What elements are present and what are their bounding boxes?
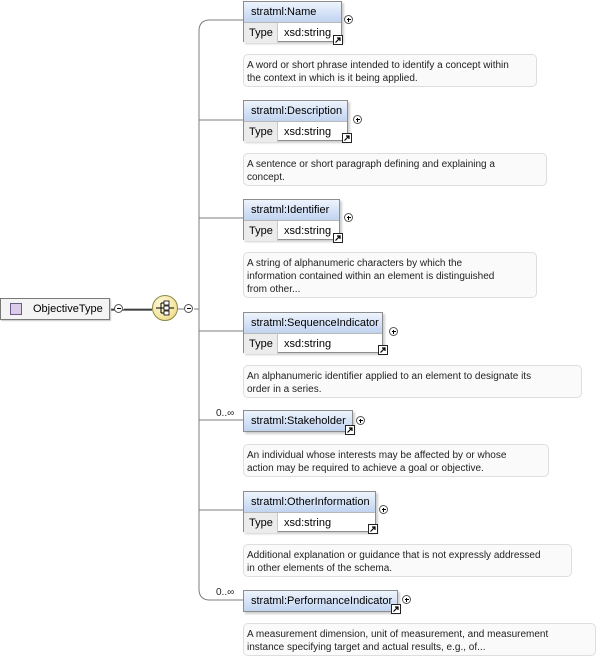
type-value: xsd:string <box>284 27 332 39</box>
type-value: xsd:string <box>284 225 332 237</box>
element-type-row: Type xsd:string <box>244 121 347 142</box>
reference-arrow-icon[interactable] <box>345 425 355 435</box>
collapse-icon[interactable] <box>114 304 123 313</box>
collapse-icon[interactable] <box>184 304 193 313</box>
element-type-row: Type xsd:string <box>244 22 341 43</box>
expand-icon[interactable] <box>344 213 353 222</box>
reference-arrow-icon[interactable] <box>378 345 388 355</box>
expand-icon[interactable] <box>389 327 398 336</box>
root-complex-type[interactable]: ObjectiveType <box>0 298 110 320</box>
element-identifier[interactable]: stratml:Identifier Type xsd:string <box>243 199 340 241</box>
element-title: stratml:SequenceIndicator <box>244 313 382 333</box>
element-type-row: Type xsd:string <box>244 333 382 354</box>
reference-arrow-icon[interactable] <box>342 133 352 143</box>
expand-icon[interactable] <box>402 595 411 604</box>
element-documentation: A word or short phrase intended to ident… <box>243 54 537 87</box>
sequence-icon <box>156 300 174 316</box>
element-documentation: A measurement dimension, unit of measure… <box>243 623 596 656</box>
type-label: Type <box>244 23 278 43</box>
reference-arrow-icon[interactable] <box>391 604 401 614</box>
element-sequence-indicator[interactable]: stratml:SequenceIndicator Type xsd:strin… <box>243 312 383 354</box>
reference-arrow-icon[interactable] <box>333 233 343 243</box>
element-stakeholder[interactable]: stratml:Stakeholder <box>243 410 353 432</box>
element-title: stratml:Identifier <box>244 200 339 220</box>
occurrence-label: 0..∞ <box>216 587 235 598</box>
expand-icon[interactable] <box>379 505 388 514</box>
element-documentation: A string of alphanumeric characters by w… <box>243 252 537 298</box>
element-title: stratml:Stakeholder <box>244 411 352 431</box>
element-type-row: Type xsd:string <box>244 220 339 241</box>
type-value: xsd:string <box>284 126 332 138</box>
element-type-row: Type xsd:string <box>244 512 375 533</box>
element-title: stratml:OtherInformation <box>244 492 375 512</box>
type-value: xsd:string <box>284 517 332 529</box>
expand-icon[interactable] <box>344 15 353 24</box>
type-label: Type <box>244 122 278 142</box>
element-title: stratml:PerformanceIndicator <box>244 591 397 611</box>
type-label: Type <box>244 513 278 533</box>
sequence-compositor[interactable] <box>152 295 178 321</box>
type-label: Type <box>244 221 278 241</box>
type-label: Type <box>244 334 278 354</box>
element-name[interactable]: stratml:Name Type xsd:string <box>243 1 342 43</box>
expand-icon[interactable] <box>353 115 362 124</box>
reference-arrow-icon[interactable] <box>368 524 378 534</box>
element-documentation: An individual whose interests may be aff… <box>243 444 549 477</box>
type-value: xsd:string <box>284 338 332 350</box>
complex-type-icon <box>10 303 22 315</box>
element-documentation: Additional explanation or guidance that … <box>243 544 572 577</box>
element-title: stratml:Description <box>244 101 347 121</box>
root-label: ObjectiveType <box>33 303 103 315</box>
element-performance-indicator[interactable]: stratml:PerformanceIndicator <box>243 590 398 612</box>
element-description[interactable]: stratml:Description Type xsd:string <box>243 100 348 142</box>
occurrence-label: 0..∞ <box>216 408 235 419</box>
element-other-information[interactable]: stratml:OtherInformation Type xsd:string <box>243 491 376 533</box>
expand-icon[interactable] <box>356 416 365 425</box>
element-documentation: A sentence or short paragraph defining a… <box>243 153 547 186</box>
element-documentation: An alphanumeric identifier applied to an… <box>243 365 582 398</box>
element-title: stratml:Name <box>244 2 341 22</box>
reference-arrow-icon[interactable] <box>333 35 343 45</box>
